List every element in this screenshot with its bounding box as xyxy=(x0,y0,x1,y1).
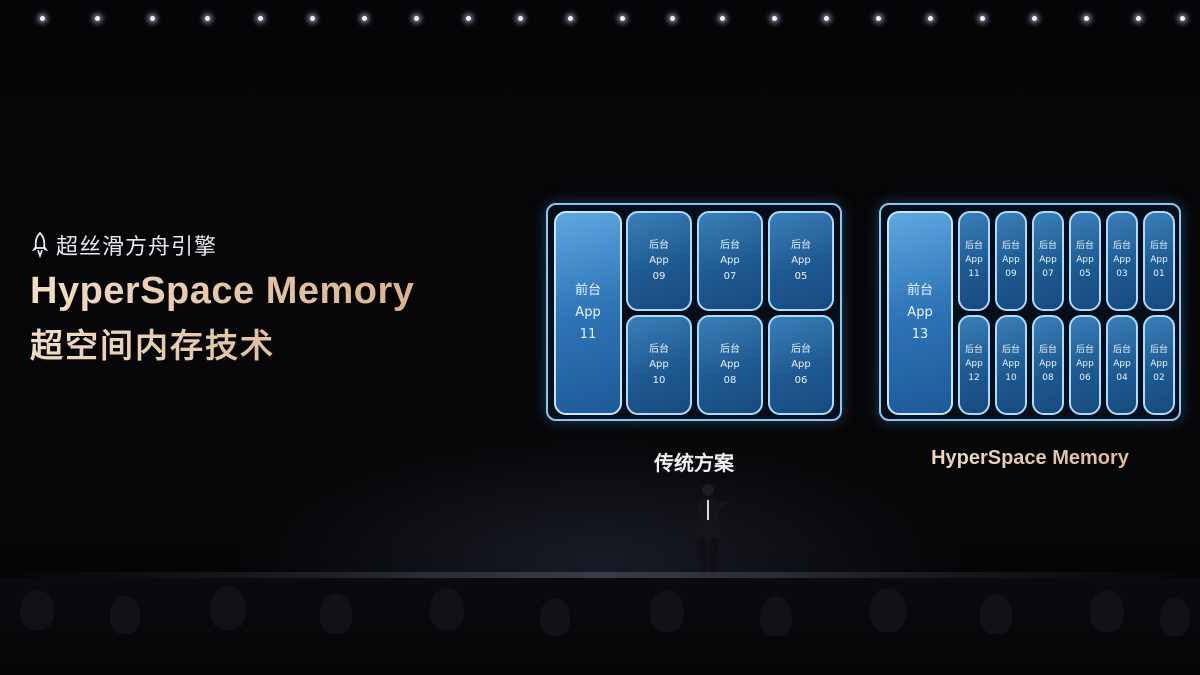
card-number: 01 xyxy=(1153,268,1165,279)
card-label: 后台 xyxy=(1075,345,1094,356)
background-app-card: 后台 App 08 xyxy=(1032,315,1064,415)
card-app: App xyxy=(965,359,983,370)
card-label: 后台 xyxy=(1075,241,1094,252)
card-label: 后台 xyxy=(1112,345,1131,356)
card-label: 后台 xyxy=(964,241,983,252)
card-number: 05 xyxy=(1079,268,1091,279)
card-app: App xyxy=(1076,359,1094,370)
background-app-card: 后台 App 08 xyxy=(697,315,763,415)
card-label: 后台 xyxy=(1149,345,1168,356)
card-label: 前台 xyxy=(574,282,601,298)
card-app: App xyxy=(1002,359,1020,370)
audience xyxy=(0,578,1200,675)
card-app: App xyxy=(1113,359,1131,370)
traditional-caption: 传统方案 xyxy=(654,451,734,475)
card-app: App xyxy=(1150,359,1168,370)
card-app: App xyxy=(965,255,983,266)
card-app: App xyxy=(649,255,669,267)
foreground-app-card: 前台 App 13 xyxy=(887,211,953,415)
card-label: 后台 xyxy=(1001,241,1020,252)
headline-block: 超丝滑方舟引擎 HyperSpace Memory 超空间内存技术 xyxy=(30,228,414,367)
card-number: 06 xyxy=(794,374,808,386)
card-app: App xyxy=(1076,255,1094,266)
card-label: 后台 xyxy=(791,239,811,251)
background-app-card: 后台 App 05 xyxy=(1069,211,1101,311)
hyperspace-panel: 前台 App 13 后台 App 11 后台 App 09 后台 App 07 … xyxy=(879,203,1181,421)
card-number: 05 xyxy=(794,270,808,282)
card-number: 06 xyxy=(1079,372,1091,383)
card-app: App xyxy=(720,255,740,267)
card-label: 后台 xyxy=(964,345,983,356)
card-app: App xyxy=(1150,255,1168,266)
card-label: 前台 xyxy=(906,282,933,298)
background-app-card: 后台 App 07 xyxy=(697,211,763,311)
background-app-card: 后台 App 06 xyxy=(1069,315,1101,415)
card-app: App xyxy=(1113,255,1131,266)
background-app-card: 后台 App 02 xyxy=(1143,315,1175,415)
foreground-app-card: 前台 App 11 xyxy=(554,211,622,415)
background-app-card: 后台 App 07 xyxy=(1032,211,1064,311)
card-number: 09 xyxy=(652,270,666,282)
card-label: 后台 xyxy=(649,343,669,355)
background-app-card: 后台 App 10 xyxy=(995,315,1027,415)
card-app: App xyxy=(1039,359,1057,370)
card-label: 后台 xyxy=(791,343,811,355)
card-app: App xyxy=(1039,255,1057,266)
card-label: 后台 xyxy=(1038,345,1057,356)
brand-label: 超丝滑方舟引擎 xyxy=(56,235,218,260)
background-app-card: 后台 App 10 xyxy=(626,315,692,415)
card-number: 02 xyxy=(1153,372,1165,383)
card-number: 13 xyxy=(911,327,929,343)
main-subtitle: 超空间内存技术 xyxy=(30,319,414,367)
card-label: 后台 xyxy=(1001,345,1020,356)
card-app: App xyxy=(649,359,669,371)
card-app: App xyxy=(575,304,601,320)
card-number: 10 xyxy=(652,374,666,386)
ceiling-lights xyxy=(0,16,1200,36)
card-label: 后台 xyxy=(720,239,740,251)
card-number: 08 xyxy=(723,374,737,386)
background-app-card: 后台 App 11 xyxy=(958,211,990,311)
rocket-icon xyxy=(32,232,48,258)
card-number: 11 xyxy=(579,327,597,343)
card-app: App xyxy=(1002,255,1020,266)
card-number: 07 xyxy=(723,270,737,282)
background-app-card: 后台 App 04 xyxy=(1106,315,1138,415)
card-label: 后台 xyxy=(1038,241,1057,252)
card-label: 后台 xyxy=(1112,241,1131,252)
card-label: 后台 xyxy=(720,343,740,355)
card-app: App xyxy=(720,359,740,371)
background-app-card: 后台 App 09 xyxy=(626,211,692,311)
stage-edge xyxy=(0,572,1200,578)
card-number: 09 xyxy=(1005,268,1017,279)
background-app-card: 后台 App 06 xyxy=(768,315,834,415)
main-title: HyperSpace Memory xyxy=(30,270,415,312)
background-app-card: 后台 App 12 xyxy=(958,315,990,415)
card-number: 11 xyxy=(968,268,980,279)
background-app-card: 后台 App 01 xyxy=(1143,211,1175,311)
card-number: 07 xyxy=(1042,268,1054,279)
card-number: 10 xyxy=(1005,372,1017,383)
card-app: App xyxy=(791,255,811,267)
speaker-figure xyxy=(696,484,729,576)
card-label: 后台 xyxy=(1149,241,1168,252)
brand-row: 超丝滑方舟引擎 xyxy=(30,228,414,262)
hyperspace-caption: HyperSpace Memory xyxy=(879,447,1181,470)
card-number: 04 xyxy=(1116,372,1128,383)
traditional-panel: 前台 App 11 后台 App 09 后台 App 07 后台 App 05 … xyxy=(546,203,842,421)
background-app-card: 后台 App 03 xyxy=(1106,211,1138,311)
card-number: 08 xyxy=(1042,372,1054,383)
background-app-card: 后台 App 05 xyxy=(768,211,834,311)
card-app: App xyxy=(907,304,933,320)
card-number: 03 xyxy=(1116,268,1128,279)
card-number: 12 xyxy=(968,372,980,383)
card-label: 后台 xyxy=(649,239,669,251)
background-app-card: 后台 App 09 xyxy=(995,211,1027,311)
card-app: App xyxy=(791,359,811,371)
